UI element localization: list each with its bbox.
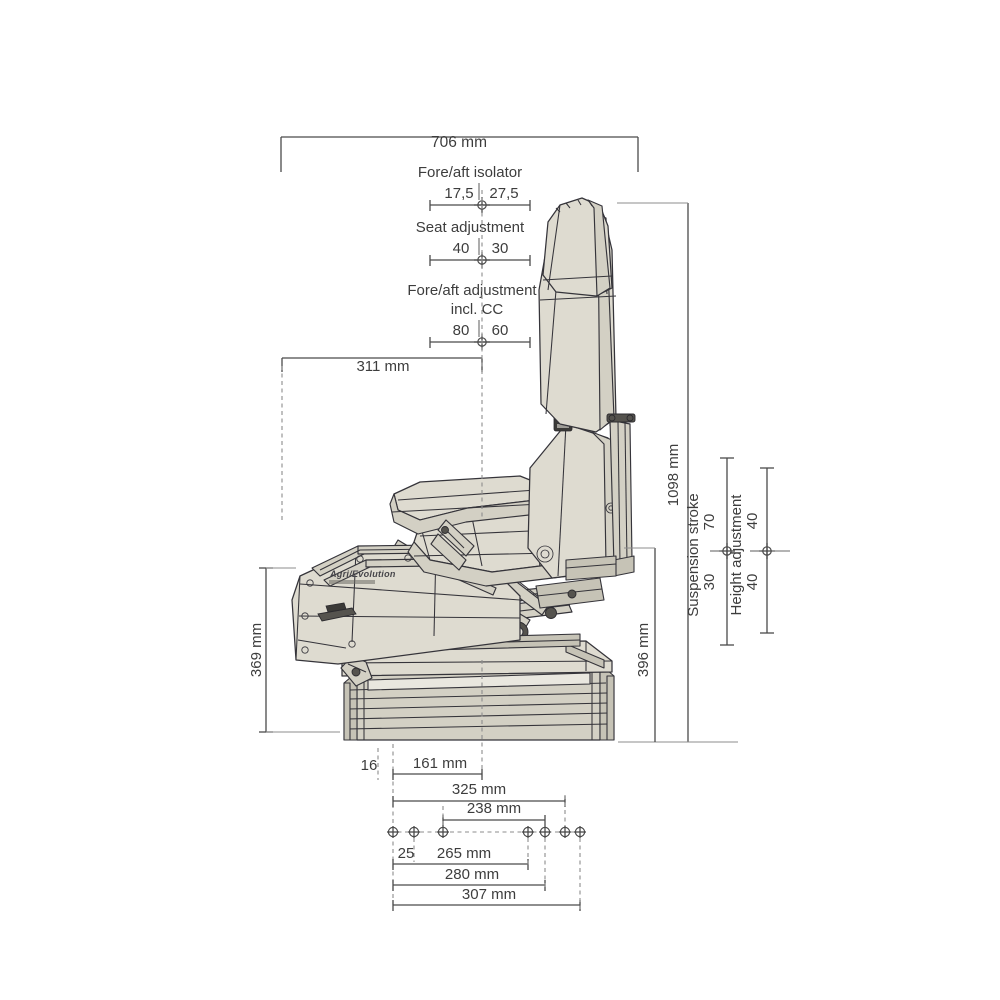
mounting-hole [574,826,586,838]
seat-frame-detail [535,555,617,609]
dimension-suspension-stroke: Suspension stroke 70 30 [685,457,735,646]
label-fore-aft-isolator: Fore/aft isolator [418,164,522,181]
label-325mm: 325 mm [452,781,506,798]
armrest [389,475,543,571]
label-706mm: 706 mm [431,134,487,151]
label-307mm: 307 mm [462,886,516,903]
label-25mm: 25 [398,845,415,862]
mounting-hole [522,826,534,838]
seat-illustration: Agri/Evolution [291,197,636,741]
label-height-up: 40 [744,513,761,530]
label-1098mm: 1098 mm [665,444,682,507]
dimension-280mm: 280 mm [392,838,546,891]
label-fore-aft-right: 60 [492,322,509,339]
dimension-25mm: 25 [398,838,415,862]
dimension-238mm: 238 mm [442,800,546,838]
label-isolator-left: 17,5 [444,185,473,202]
label-16mm: 16 [361,757,378,774]
dimension-265mm: 265 mm [392,838,529,870]
mounting-hole [437,826,449,838]
label-seat-adj-left: 40 [453,240,470,257]
dimension-1098mm: 1098 mm [617,202,738,743]
label-seat-adj-right: 30 [492,240,509,257]
label-161mm: 161 mm [413,755,467,772]
label-stroke-up: 70 [701,514,718,531]
label-280mm: 280 mm [445,866,499,883]
dimension-height-adjustment: Height adjustment 40 40 [728,467,790,634]
suspension-bellows [343,663,615,741]
label-height-down: 40 [744,574,761,591]
dimension-overall-width: 706 mm [280,134,639,172]
dimension-369mm: 369 mm [248,567,340,733]
back-slide-rail [606,413,636,577]
brand-logo: Agri/Evolution [329,569,396,584]
dimension-161mm: 16 161 mm [361,660,483,905]
dimension-311mm: 311 mm [281,190,483,522]
mounting-hole [408,826,420,838]
label-396mm: 396 mm [635,623,652,677]
dimension-fore-aft-isolator: Fore/aft isolator 17,5 27,5 [418,164,531,213]
dimension-325mm: 325 mm [392,781,566,838]
label-238mm: 238 mm [467,800,521,817]
dimension-396mm: 396 mm [624,547,656,742]
svg-text:Agri/Evolution: Agri/Evolution [329,569,396,579]
dimension-seat-adjustment: Seat adjustment 40 30 [416,219,531,268]
mounting-hole [559,826,571,838]
label-stroke-down: 30 [701,574,718,591]
mounting-hole [387,826,399,838]
dimension-fore-aft-adjustment: Fore/aft adjustment incl. CC 80 60 [407,282,537,350]
label-311mm: 311 mm [356,358,409,375]
label-fore-aft-adjustment-cc: incl. CC [451,301,504,318]
label-fore-aft-left: 80 [453,322,470,339]
label-seat-adjustment: Seat adjustment [416,219,525,236]
label-fore-aft-adjustment: Fore/aft adjustment [407,282,537,299]
label-isolator-right: 27,5 [489,185,518,202]
mounting-hole-row [387,826,586,838]
mounting-hole [539,826,551,838]
label-suspension-stroke: Suspension stroke [685,493,702,616]
headrest [542,197,613,297]
label-265mm: 265 mm [437,845,491,862]
label-369mm: 369 mm [248,623,265,677]
dimension-307mm: 307 mm [392,838,581,911]
label-height-adjustment: Height adjustment [728,494,745,616]
